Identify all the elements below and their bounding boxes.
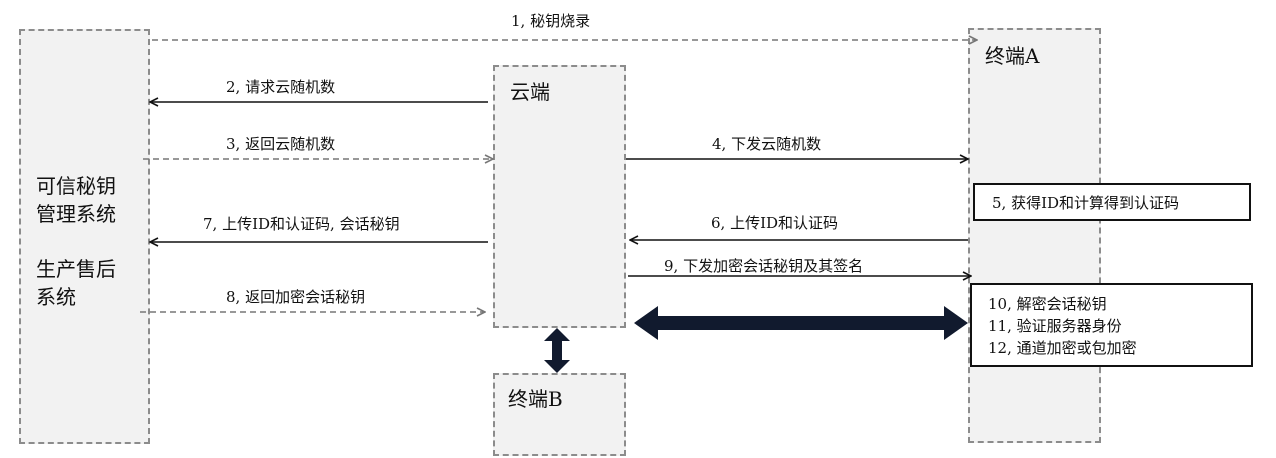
mgmt-label-line2: 管理系统	[36, 202, 116, 226]
message-3-label: 3, 返回云随机数	[226, 135, 336, 153]
message-8-label: 8, 返回加密会话秘钥	[226, 288, 366, 306]
terminal-b-box	[493, 373, 626, 456]
terminal-a-steps-note: 10, 解密会话秘钥 11, 验证服务器身份 12, 通道加密或包加密	[970, 283, 1253, 367]
message-2-label: 2, 请求云随机数	[226, 78, 336, 96]
terminal-b-label: 终端B	[508, 387, 563, 411]
terminal-a-label: 终端A	[985, 44, 1040, 68]
mgmt-label-line1: 可信秘钥	[36, 174, 116, 198]
thick-arrow-cloud-terminal-a	[634, 306, 968, 340]
step-12-text: 12, 通道加密或包加密	[988, 339, 1137, 357]
cloud-box	[493, 65, 626, 328]
message-7-label: 7, 上传ID和认证码, 会话秘钥	[203, 215, 400, 233]
mgmt-label-line4: 系统	[36, 285, 76, 309]
message-6-label: 6, 上传ID和认证码	[711, 214, 839, 232]
terminal-a-box	[968, 28, 1101, 443]
thick-arrow-cloud-terminal-b	[544, 328, 570, 373]
message-1-label: 1, 秘钥烧录	[511, 12, 591, 30]
message-4-label: 4, 下发云随机数	[712, 135, 822, 153]
message-9-label: 9, 下发加密会话秘钥及其签名	[664, 257, 864, 275]
step-11-text: 11, 验证服务器身份	[988, 317, 1122, 335]
cloud-label: 云端	[510, 80, 550, 104]
step-5-note: 5, 获得ID和计算得到认证码	[973, 183, 1251, 221]
step-10-text: 10, 解密会话秘钥	[988, 295, 1107, 313]
step-5-text: 5, 获得ID和计算得到认证码	[992, 194, 1180, 212]
trusted-key-management-box	[19, 29, 150, 444]
mgmt-label-line3: 生产售后	[36, 257, 116, 281]
